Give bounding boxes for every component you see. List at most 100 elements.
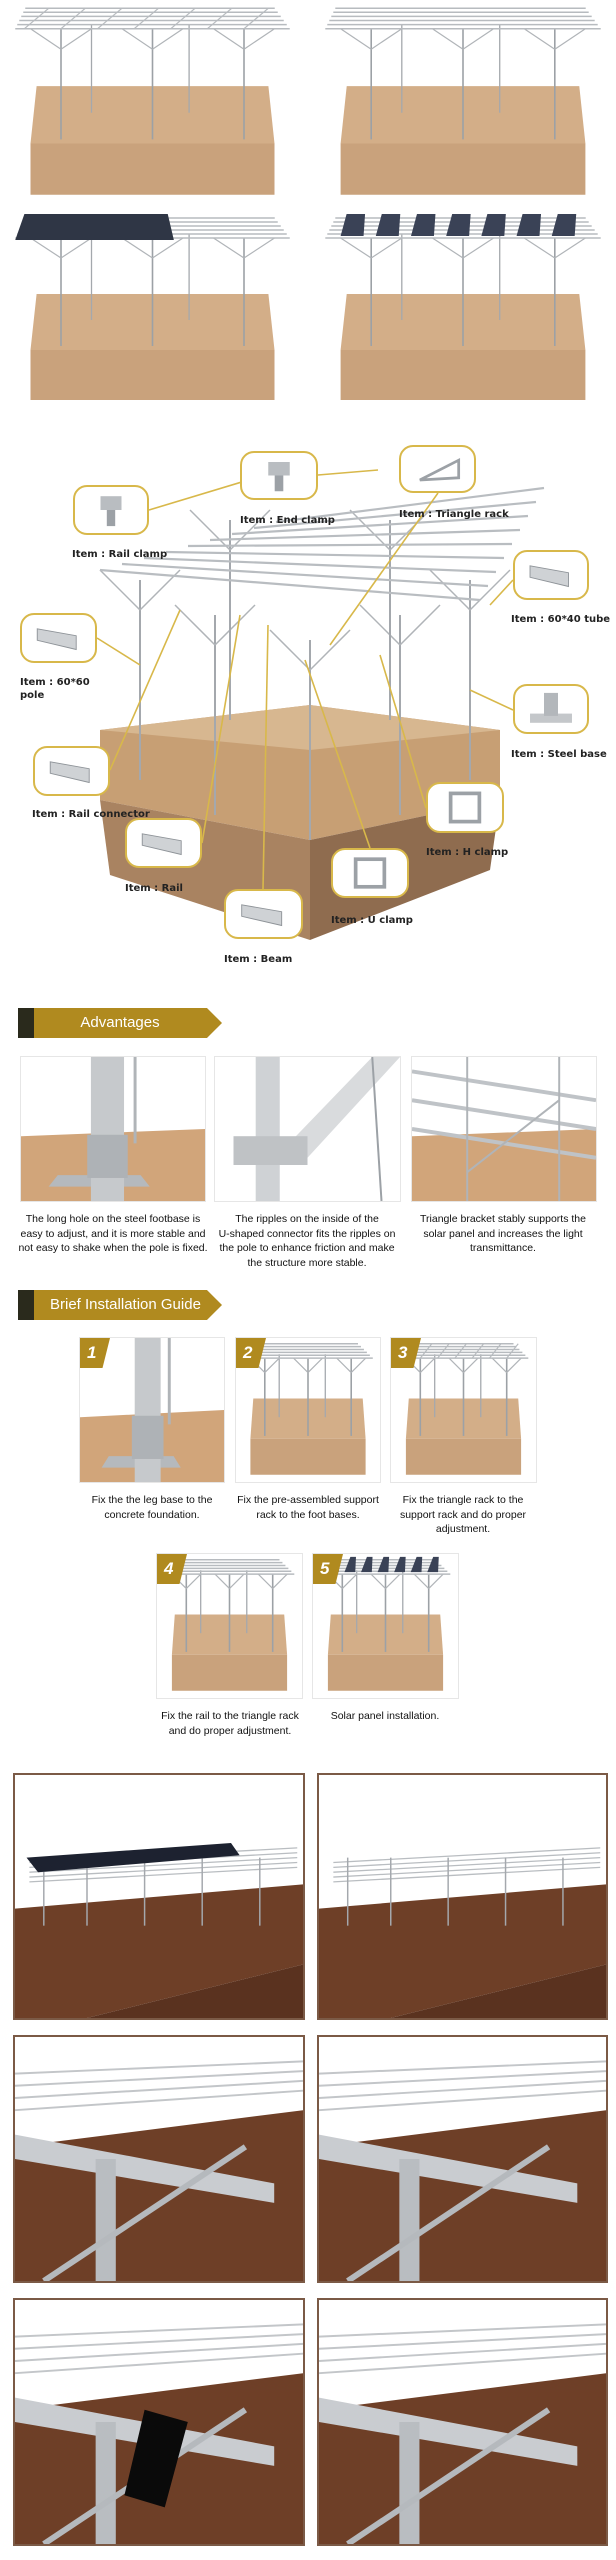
rail [15, 2079, 303, 2099]
brace [174, 604, 216, 646]
brace [359, 604, 401, 646]
rail [15, 2323, 303, 2338]
solar-panel [344, 1556, 356, 1573]
brace [448, 1357, 464, 1373]
platform-front [327, 1654, 444, 1691]
brace [506, 1357, 522, 1373]
brace [523, 28, 556, 50]
brace [293, 1357, 309, 1373]
callout-leader-line [317, 469, 379, 476]
brace [469, 569, 511, 611]
rail [29, 1856, 298, 1873]
hero-render-rails [325, 7, 601, 195]
brace [428, 1573, 444, 1589]
step-2-image: 2 [235, 1337, 381, 1483]
photo-closeup-joint [317, 2298, 608, 2546]
callout-60x60-pole [20, 613, 97, 663]
callout-triangle-rack [399, 445, 476, 493]
part-tube [141, 833, 182, 856]
part-clamp-bolt [106, 510, 116, 527]
label-u-clamp: Item : U clamp [331, 915, 413, 926]
rail [319, 2089, 606, 2112]
photo-overview-panels [13, 1773, 305, 2020]
brace [370, 28, 403, 50]
advantage-image-footbase [20, 1056, 206, 1202]
beam [319, 2397, 578, 2466]
installation-title: Brief Installation Guide [50, 1296, 201, 1313]
u-connector [233, 1136, 308, 1165]
rail [187, 542, 513, 548]
solar-panels [26, 1843, 240, 1873]
solar-panel [410, 214, 436, 236]
brace [432, 28, 464, 50]
brace [269, 629, 311, 671]
caption-line: The ripples on the inside of the [235, 1213, 379, 1225]
floor-side [390, 1964, 606, 2018]
brace [463, 1357, 479, 1373]
triangle-rack [207, 7, 233, 30]
caption-line: support rack and do proper [399, 1508, 527, 1521]
rail [333, 1852, 601, 1868]
part-clamp-top [268, 462, 290, 476]
banner-dark-tab [18, 1008, 34, 1038]
brace [214, 1573, 230, 1589]
step-1-image: 1 [79, 1337, 225, 1483]
callout-beam [224, 889, 303, 939]
pole [90, 1057, 125, 1201]
brace [121, 28, 153, 50]
brace [346, 2407, 551, 2544]
callout-leader-line [262, 624, 269, 890]
brace [60, 28, 92, 50]
brace [30, 28, 62, 50]
brace [341, 1573, 358, 1589]
caption-line: not easy to shake when the pole is fixed… [18, 1242, 208, 1254]
caption-line: transmittance. [470, 1242, 536, 1254]
part-triangle [419, 457, 461, 482]
triangle-brace [466, 1099, 560, 1173]
brace [189, 509, 231, 551]
label-triangle-rack: Item : Triangle rack [399, 509, 509, 520]
solar-panel [394, 1556, 406, 1573]
brace [491, 1357, 508, 1373]
brace [340, 28, 372, 50]
footbase-sleeve [131, 1415, 164, 1459]
banner-dark-tab [18, 1290, 34, 1320]
photo-closeup-rail-profile [13, 2298, 305, 2546]
triangle-rack [488, 1343, 502, 1359]
callout-leader-line [329, 492, 439, 646]
caption-line: Fix the the leg base to the [91, 1494, 213, 1506]
part-tube [36, 628, 77, 651]
solar-panel [361, 1556, 373, 1573]
callout-rail-connector [33, 746, 110, 796]
rail [121, 562, 489, 588]
installation-banner: Brief Installation Guide [18, 1290, 222, 1320]
rail [29, 1861, 298, 1878]
step-4-image: 4 [156, 1553, 303, 1699]
brace [336, 1357, 352, 1373]
brace [213, 237, 245, 259]
rail [15, 2070, 303, 2087]
caption-line: U-shaped connector fits the ripples on [218, 1227, 396, 1240]
rail [319, 2342, 606, 2362]
pole [255, 1057, 280, 1201]
platform-front [30, 143, 275, 195]
brace [42, 2144, 248, 2281]
brace [213, 28, 245, 50]
advantage-caption-1: The long hole on the steel footbase is e… [14, 1212, 212, 1256]
rail [209, 528, 521, 542]
part-base-plate [530, 713, 572, 723]
brace [554, 28, 586, 50]
label-60x40-tube: Item : 60*40 tube [511, 614, 611, 625]
rail [165, 550, 505, 560]
advantages-banner: Advantages [18, 1008, 222, 1038]
rail [319, 2323, 606, 2338]
brace [243, 28, 275, 50]
solar-panel [551, 214, 577, 236]
banner-gold-arrow [34, 1008, 222, 1038]
triangle-rack [454, 1343, 467, 1359]
brace [385, 1573, 401, 1589]
solar-panel [410, 1556, 423, 1573]
part-tube [241, 904, 283, 927]
rail [15, 2333, 303, 2350]
